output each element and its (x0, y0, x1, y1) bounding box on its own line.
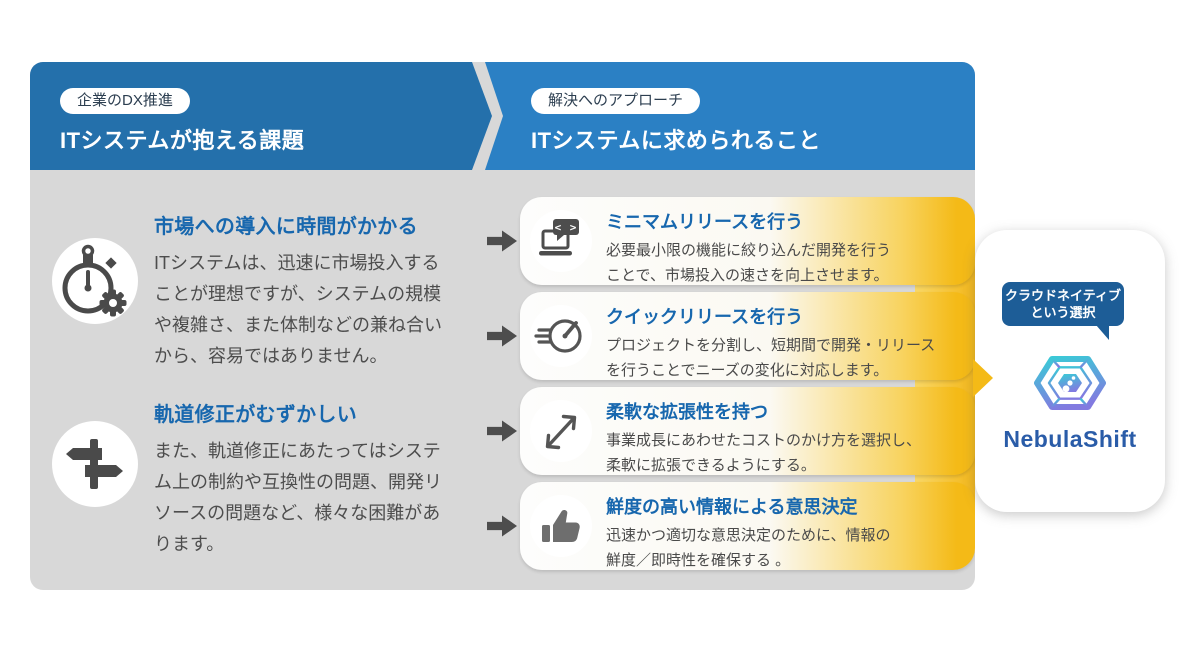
expand-arrows-icon (545, 414, 577, 450)
stopwatch-gear-icon (62, 244, 127, 317)
nebulashift-logo-icon (1034, 356, 1106, 410)
signpost-icon (66, 439, 123, 489)
approach-icon-circle: < > (530, 210, 592, 272)
approaches-header-badge: 解決へのアプローチ (531, 88, 701, 114)
thumbs-up-icon (542, 510, 580, 542)
approach-title: ミニマムリリースを行う (606, 212, 804, 232)
approach-icon-circle (530, 305, 592, 367)
approach-title: 鮮度の高い情報による意思決定 (606, 497, 858, 517)
approach-body: 必要最小限の機能に絞り込んだ開発を行う ことで、市場投入の速さを向上させます。 (606, 242, 892, 284)
approach-item: 柔軟な拡張性を持つ 事業成長にあわせたコストのかけ方を選択し、 柔軟に拡張できる… (606, 398, 966, 478)
main-panel: 企業のDX推進 ITシステムが抱える課題 解決へのアプローチ ITシステムに求め… (30, 62, 975, 590)
problem-title: 軌道修正がむずかしい (154, 404, 357, 426)
problem-item: 軌道修正がむずかしい また、軌道修正にあたってはシステ ム上の制約や互換性の問題… (154, 398, 494, 560)
brand-name: NebulaShift (1003, 426, 1137, 452)
approach-card: 柔軟な拡張性を持つ 事業成長にあわせたコストのかけ方を選択し、 柔軟に拡張できる… (520, 387, 975, 475)
problem-body: また、軌道修正にあたってはシステ ム上の制約や互換性の問題、開発リ ソースの問題… (154, 441, 442, 554)
approach-body: 事業成長にあわせたコストのかけ方を選択し、 柔軟に拡張できるようにする。 (606, 432, 922, 474)
laptop-code-icon: < > (539, 219, 579, 256)
problems-header-badge: 企業のDX推進 (60, 88, 190, 114)
result-card: クラウドネイティブ という選択 (975, 230, 1165, 512)
approach-body: 迅速かつ適切な意思決定のために、情報の 鮮度／即時性を確保する 。 (606, 527, 891, 569)
approach-title: 柔軟な拡張性を持つ (606, 402, 768, 422)
approach-icon-circle (530, 400, 592, 462)
problems-header-title: ITシステムが抱える課題 (60, 128, 305, 153)
bubble-tail (1096, 325, 1109, 340)
approach-icon-circle (530, 495, 592, 557)
bubble-line-1: クラウドネイティブ (1005, 288, 1121, 303)
approaches-header-title: ITシステムに求められること (531, 128, 821, 153)
problem-body: ITシステムは、迅速に市場投入する ことが理想ですが、システムの規模 や複雑さ、… (154, 253, 442, 366)
approach-item: 鮮度の高い情報による意思決定 迅速かつ適切な意思決定のために、情報の 鮮度／即時… (606, 493, 966, 573)
quick-timer-icon (534, 319, 582, 353)
approach-card: クイックリリースを行う プロジェクトを分割し、短期間で開発・リリース を行うこと… (520, 292, 975, 380)
approach-item: クイックリリースを行う プロジェクトを分割し、短期間で開発・リリース を行うこと… (606, 303, 966, 383)
cloud-native-bubble: クラウドネイティブ という選択 (1002, 282, 1124, 340)
problem-icon-circle (52, 238, 138, 324)
yellow-pointer (973, 359, 993, 397)
svg-text:< >: < > (555, 221, 578, 234)
approach-card: 鮮度の高い情報による意思決定 迅速かつ適切な意思決定のために、情報の 鮮度／即時… (520, 482, 975, 570)
approach-item: ミニマムリリースを行う 必要最小限の機能に絞り込んだ開発を行う ことで、市場投入… (606, 208, 966, 288)
problem-title: 市場への導入に時間がかかる (154, 216, 418, 238)
approaches-header: 解決へのアプローチ ITシステムに求められること (485, 62, 975, 170)
approach-card: < > ミニマムリリースを行う 必要最小限の機能に絞り込んだ開発を行う ことで、… (520, 197, 975, 285)
problem-item: 市場への導入に時間がかかる ITシステムは、迅速に市場投入する ことが理想ですが… (154, 210, 494, 372)
problem-icon-circle (52, 421, 138, 507)
approach-body: プロジェクトを分割し、短期間で開発・リリース を行うことでニーズの変化に対応しま… (606, 337, 936, 379)
bubble-line-2: という選択 (1030, 305, 1096, 320)
approach-title: クイックリリースを行う (606, 307, 804, 327)
problems-header: 企業のDX推進 ITシステムが抱える課題 (30, 62, 492, 170)
